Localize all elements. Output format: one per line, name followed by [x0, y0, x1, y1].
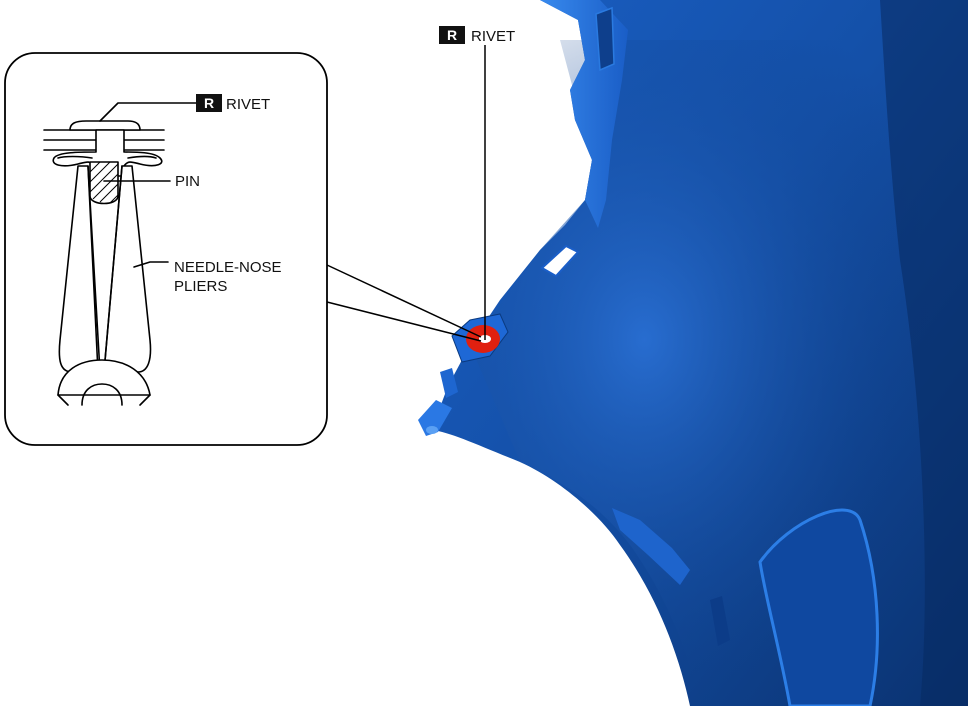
lower-lip	[418, 400, 452, 436]
lower-edge-slot	[710, 596, 730, 646]
bumper-shadow	[880, 0, 968, 706]
detail-pliers-leader	[133, 261, 169, 268]
mounting-slot-2	[595, 6, 615, 72]
detail-rivet-label: R RIVET	[196, 94, 270, 113]
bumper-panel	[418, 0, 968, 706]
detail-r-badge-text: R	[204, 95, 214, 111]
main-rivet-label: R RIVET	[439, 26, 515, 45]
pin-label: PIN	[175, 173, 200, 190]
rivet-label: RIVET	[471, 28, 515, 45]
lower-tab	[440, 368, 458, 398]
pin	[89, 161, 119, 205]
pliers-label-line1: NEEDLE-NOSE	[174, 259, 282, 276]
lower-lip-tip	[426, 426, 438, 434]
detail-inset-box	[4, 52, 328, 446]
rivet-head	[69, 120, 141, 131]
needle-nose-pliers	[57, 165, 152, 406]
lower-flange	[612, 508, 690, 585]
detail-illustration	[43, 102, 197, 406]
r-badge	[439, 26, 465, 44]
detail-rivet-leader	[99, 102, 197, 122]
fog-lamp-recess	[758, 508, 879, 706]
callout-pointer	[326, 264, 482, 342]
detail-rivet-text: RIVET	[226, 96, 270, 113]
rivet-marker	[466, 325, 500, 353]
detail-r-badge	[196, 94, 222, 112]
r-badge-text: R	[447, 27, 457, 43]
mounting-slot	[540, 244, 580, 278]
pliers-label-line2: PLIERS	[174, 278, 227, 295]
